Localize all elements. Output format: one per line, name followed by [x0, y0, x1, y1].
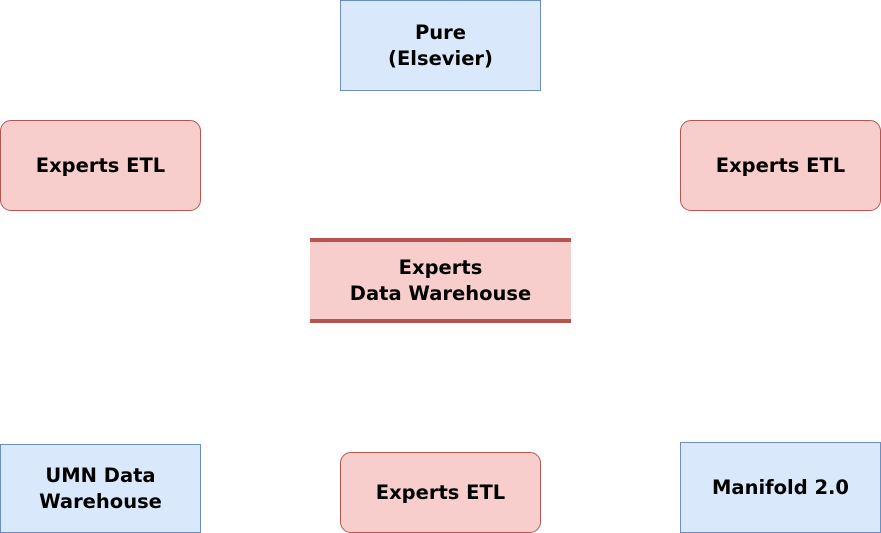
node-label: Experts ETL	[375, 480, 506, 504]
node-label: Manifold 2.0	[712, 475, 849, 499]
node-label: Experts ETL	[35, 153, 166, 177]
experts-etl-left-node[interactable]: Experts ETL	[0, 120, 201, 211]
pure-elsevier-node[interactable]: Pure (Elsevier)	[340, 0, 541, 91]
experts-etl-bottom-node[interactable]: Experts ETL	[340, 452, 541, 533]
node-label: Pure (Elsevier)	[388, 20, 493, 70]
manifold-node[interactable]: Manifold 2.0	[680, 442, 881, 533]
node-label: UMN Data Warehouse	[39, 463, 162, 513]
experts-etl-right-node[interactable]: Experts ETL	[680, 120, 881, 211]
node-label: Experts Data Warehouse	[349, 255, 532, 305]
umn-data-warehouse-node[interactable]: UMN Data Warehouse	[0, 444, 201, 533]
experts-data-warehouse-node[interactable]: Experts Data Warehouse	[310, 238, 571, 323]
node-label: Experts ETL	[715, 153, 846, 177]
